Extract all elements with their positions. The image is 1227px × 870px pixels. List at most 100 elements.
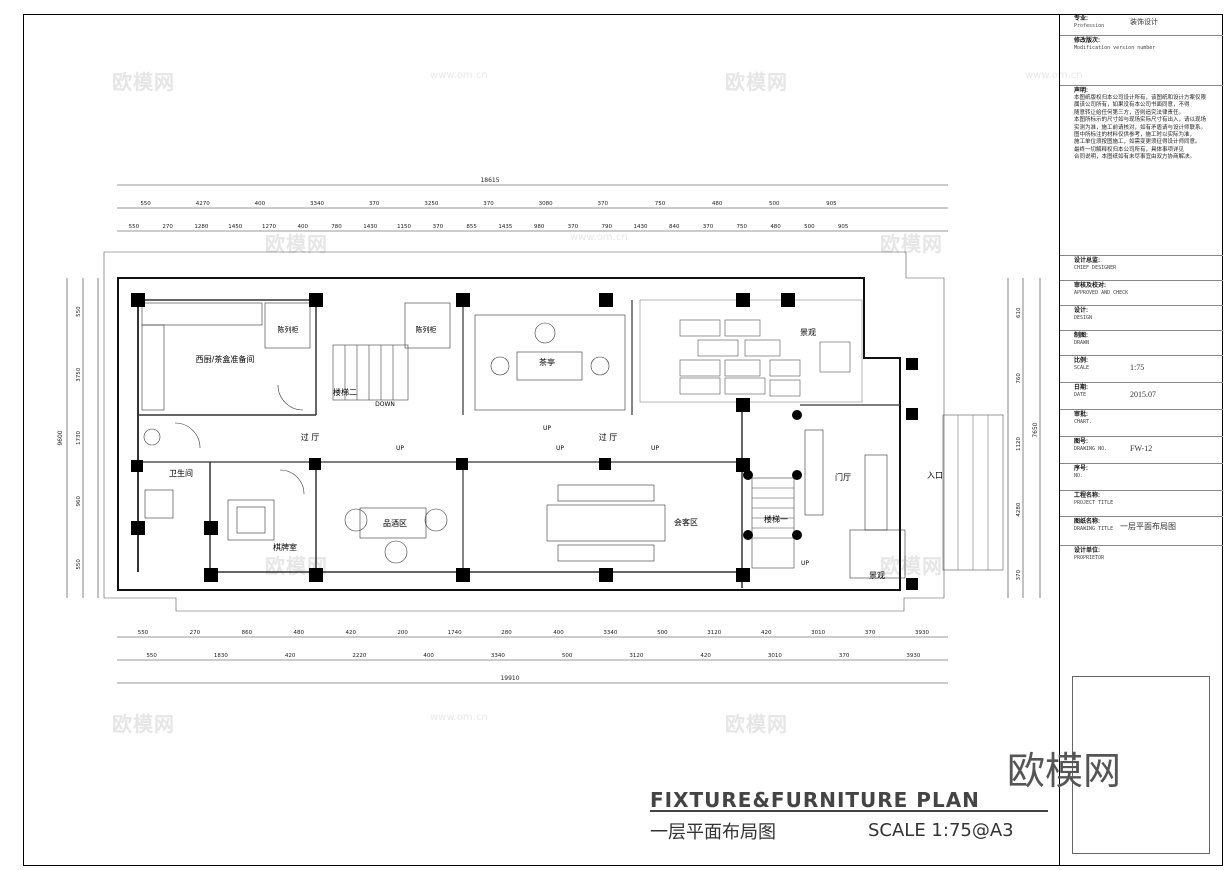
tb-seq: 序号:NO. [1060, 464, 1223, 491]
dim-right-col: 1120 [1016, 437, 1022, 451]
label-down: DOWN [375, 401, 395, 408]
room-kitchen: 西厨/茶盒准备间 [196, 354, 255, 364]
room-hall-right: 过 厅 [599, 432, 618, 442]
dim-top-row2: 370 [703, 224, 714, 230]
dim-bottom-row2: 1830 [214, 653, 228, 659]
label-up: UP [651, 445, 659, 452]
tb-chart: 审批:CHART. [1060, 410, 1223, 437]
watermark: 欧模网 [725, 70, 788, 94]
dim-left-col: 960 [76, 495, 82, 506]
watermark: 欧模网 [112, 712, 175, 736]
statement-line: 随意转让给任何第三方，否则追究法律责任。 [1074, 109, 1185, 116]
title-underline [650, 810, 1048, 812]
dim-top-row2: 980 [534, 224, 545, 230]
watermark: 欧模网 [880, 554, 943, 578]
drawing-title-en: FIXTURE&FURNITURE PLAN [650, 788, 980, 812]
dim-top-row1: 500 [769, 201, 780, 207]
dim-top-row2: 790 [601, 224, 612, 230]
statement-line: 图中所标注的材料仅供参考，施工时以实际为准， [1074, 132, 1196, 139]
room-cabinet2: 陈列柜 [416, 325, 437, 334]
label-up: UP [801, 560, 809, 567]
statement-line: 实测为准，施工前请核对，如有矛盾请与设计师联系。 [1074, 124, 1207, 131]
room-foyer: 门厅 [835, 472, 851, 482]
label-up: UP [556, 445, 564, 452]
dim-top-row2: 550 [129, 224, 140, 230]
dim-bottom-row2: 420 [285, 653, 296, 659]
dim-top-row2: 780 [331, 224, 342, 230]
dim-top-row1: 3080 [539, 201, 553, 207]
dim-bottom-row1: 500 [657, 630, 668, 636]
dim-bottom-row1: 3120 [707, 630, 721, 636]
tb-chief-designer: 设计总监:CHIEF DESIGNER [1060, 256, 1223, 281]
room-tasting: 品酒区 [383, 519, 407, 528]
dim-top-row1: 400 [255, 201, 266, 207]
dim-top-row1: 550 [140, 201, 151, 207]
dim-bottom-row2: 420 [700, 653, 711, 659]
dim-top-row1: 4270 [196, 201, 210, 207]
tb-statement: 声明: 本图纸版权归本公司设计所有，该图纸和设计方案仅限属该公司所有，如果没有本… [1060, 86, 1223, 256]
dim-bottom-row1: 3010 [811, 630, 825, 636]
dim-top-row2: 1435 [498, 224, 512, 230]
room-chess: 棋牌室 [273, 542, 297, 552]
dim-bottom-row2: 3120 [629, 653, 643, 659]
watermark-url: www.om.cn [570, 232, 628, 243]
dim-top-row2: 370 [568, 224, 579, 230]
dim-top-row2: 1450 [228, 224, 242, 230]
brand-logo: 欧模网 [1007, 749, 1122, 793]
dim-top-row1: 3340 [310, 201, 324, 207]
dim-top-row2: 840 [669, 224, 680, 230]
dim-bottom-row1: 3930 [915, 630, 929, 636]
dim-bottom-row2: 3340 [491, 653, 505, 659]
dim-top-row1: 905 [826, 201, 837, 207]
room-tea: 茶亭 [539, 357, 555, 367]
statement-line: 施工单位须按图施工，如需变更须征得设计师同意。 [1074, 139, 1201, 146]
room-stair1: 楼梯一 [764, 514, 788, 524]
statement-line: 属该公司所有，如果没有本公司书面同意，不得 [1074, 102, 1190, 109]
dim-bottom-row1: 1740 [448, 630, 462, 636]
dim-top-row2: 270 [162, 224, 173, 230]
dim-bottom-row2: 2220 [352, 653, 366, 659]
dim-top-row2: 1430 [633, 224, 647, 230]
dim-bottom-row1: 550 [138, 630, 149, 636]
room-cabinet1: 陈列柜 [278, 325, 299, 334]
room-hall-left: 过 厅 [301, 432, 320, 442]
room-entrance: 入口 [927, 471, 943, 480]
dim-top-row2: 855 [466, 224, 477, 230]
dim-total-bottom: 19910 [500, 675, 519, 682]
dim-top-row2: 370 [433, 224, 444, 230]
dim-left-total: 9600 [57, 430, 64, 445]
title-block: 专业: Profession 装饰设计 修改版次: Modification v… [1059, 14, 1223, 866]
dim-right-total: 7650 [1032, 422, 1039, 437]
dim-top-row1: 370 [369, 201, 380, 207]
tb-drawing-no: 图号:DRAWING NO.FW-12 [1060, 437, 1223, 464]
tb-approved: 审核及校对:APPROVED AND CHECK [1060, 281, 1223, 306]
dim-bottom-row2: 3010 [768, 653, 782, 659]
statement-line: 本图所标示的尺寸如与现场实际尺寸有出入，请以现场 [1074, 117, 1207, 124]
statement-line: 最终一切解释权归本公司所有，具体事项详见 [1074, 146, 1185, 153]
watermark-url: www.om.cn [430, 70, 488, 81]
dim-top-row2: 500 [804, 224, 815, 230]
dim-left-col: 3750 [76, 367, 82, 381]
dim-bottom-row1: 370 [865, 630, 876, 636]
dim-total-top: 18615 [480, 177, 499, 184]
dim-bottom-row2: 3930 [906, 653, 920, 659]
dim-right-col: 610 [1016, 307, 1022, 318]
dim-right-col: 760 [1016, 373, 1022, 384]
room-stair2: 楼梯二 [333, 387, 357, 397]
dim-bottom-row1: 420 [345, 630, 356, 636]
dim-left-col: 550 [76, 306, 82, 317]
dim-bottom-row1: 270 [190, 630, 201, 636]
room-meeting: 会客区 [674, 517, 698, 527]
label-up: UP [396, 445, 404, 452]
dim-top-row1: 3250 [424, 201, 438, 207]
dim-bottom-row1: 3340 [603, 630, 617, 636]
statement-line: 本图纸版权归本公司设计所有，该图纸和设计方案仅限 [1074, 95, 1207, 101]
dim-bottom-row1: 860 [242, 630, 253, 636]
drawing-scale: SCALE 1:75@A3 [868, 820, 1014, 841]
drawing-title-cn: 一层平面布局图 [650, 822, 776, 843]
watermark: 欧模网 [112, 70, 175, 94]
